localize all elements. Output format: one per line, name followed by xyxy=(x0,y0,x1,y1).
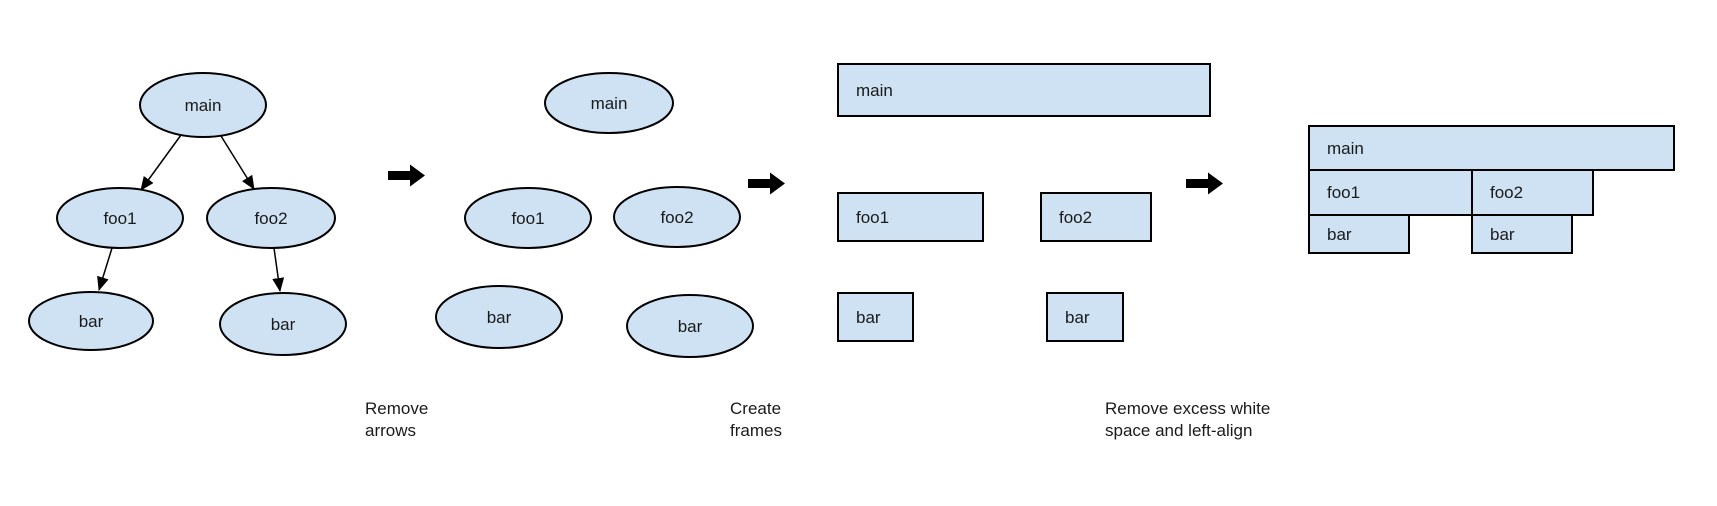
node-foo1-ellipse xyxy=(56,187,184,249)
frame-foo2: foo2 xyxy=(1040,192,1152,242)
node-foo1-label: foo1 xyxy=(511,209,544,228)
stage2-no-arrows: main foo1 foo2 bar bar xyxy=(435,72,754,358)
node-foo2-ellipse xyxy=(613,186,741,248)
node-foo1-ellipse xyxy=(464,187,592,249)
frame-foo2-label: foo2 xyxy=(1059,207,1093,227)
node-foo2-label: foo2 xyxy=(660,208,693,227)
node-foo1-label: foo1 xyxy=(103,209,136,228)
edge-foo1-bar xyxy=(97,247,113,291)
flame-main-label: main xyxy=(1327,138,1364,158)
node-bar-left-label: bar xyxy=(79,312,104,331)
caption-remove-arrows: Remove arrows xyxy=(365,399,429,440)
node-bar-right-label: bar xyxy=(678,317,703,336)
frame-foo1: foo1 xyxy=(837,192,984,242)
flame-main: main xyxy=(1308,125,1675,171)
node-bar-right-label: bar xyxy=(271,315,296,334)
frame-main-label: main xyxy=(856,80,893,100)
node-main-ellipse xyxy=(139,72,267,138)
node-foo2-label: foo2 xyxy=(254,209,287,228)
frame-bar-right: bar xyxy=(1046,292,1124,342)
frame-foo1-label: foo1 xyxy=(856,207,890,227)
edge-main-foo1 xyxy=(140,134,182,191)
flame-foo1-label: foo1 xyxy=(1327,183,1361,202)
node-main-ellipse xyxy=(544,72,674,134)
edge-main-foo2 xyxy=(220,135,255,190)
flame-bar-right-label: bar xyxy=(1490,224,1515,244)
node-bar-left-ellipse xyxy=(435,285,563,349)
frame-bar-left: bar xyxy=(837,292,914,342)
caption-remove-whitespace: Remove excess white space and left-align xyxy=(1105,399,1271,440)
flame-bar-right: bar xyxy=(1471,214,1573,254)
node-bar-left-label: bar xyxy=(487,308,512,327)
node-main-label: main xyxy=(591,94,628,113)
node-main-label: main xyxy=(185,96,222,115)
right-arrow-icon xyxy=(388,164,425,187)
node-foo2-ellipse xyxy=(206,187,336,249)
stage1-call-tree: main foo1 foo2 bar bar xyxy=(28,72,347,356)
right-arrow-icon xyxy=(1186,172,1223,195)
caption-create-frames: Create frames xyxy=(730,399,782,440)
node-bar-right-ellipse xyxy=(626,294,754,358)
frame-main: main xyxy=(837,63,1211,117)
node-bar-right-ellipse xyxy=(219,292,347,356)
node-bar-left-ellipse xyxy=(28,291,154,351)
flame-bar-left: bar xyxy=(1308,214,1410,254)
edge-foo2-bar xyxy=(272,247,285,292)
right-arrow-icon xyxy=(748,172,785,195)
frame-bar-left-label: bar xyxy=(856,307,881,327)
flame-foo2-label: foo2 xyxy=(1490,183,1524,202)
flame-foo1: foo1 xyxy=(1308,169,1473,216)
frame-bar-right-label: bar xyxy=(1065,307,1090,327)
flame-bar-left-label: bar xyxy=(1327,224,1352,244)
flame-foo2: foo2 xyxy=(1471,169,1594,216)
